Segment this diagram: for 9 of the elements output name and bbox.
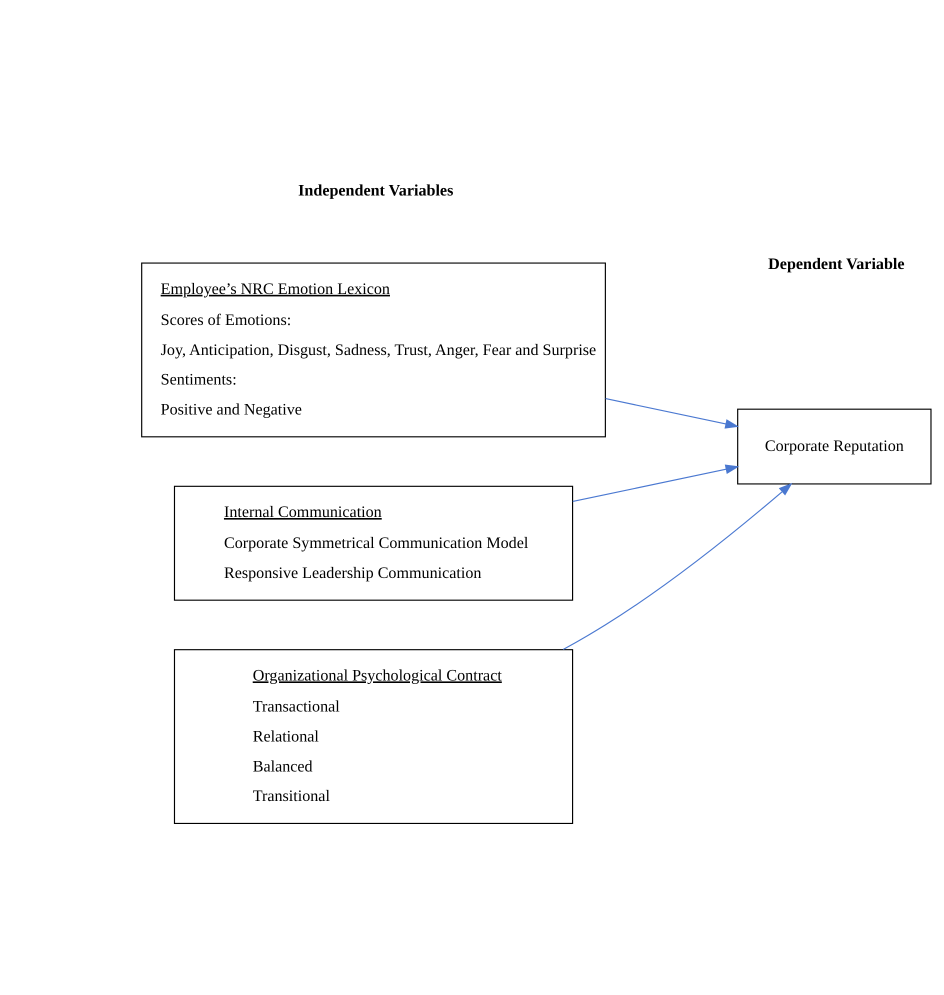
- label: Independent Variables: [298, 182, 454, 200]
- label: Dependent Variable: [768, 256, 905, 274]
- node-box: Corporate Reputation: [737, 408, 932, 485]
- node-box: Employee’s NRC Emotion Lexicon Scores of Emotions: Joy, Anticipation, Disgust, Sadness, Trust, Anger, Fear and Surprise Sentiments: Positive and Negative: [141, 262, 606, 438]
- arrow: [572, 464, 740, 502]
- node-box: Organizational Psychological Contract Transactional Relational Balanced Transitional: [174, 649, 574, 824]
- arrow: [606, 398, 740, 429]
- node-box: Internal Communication Corporate Symmetrical Communication Model Responsive Leadership Communication: [174, 486, 574, 601]
- arrow: [562, 482, 792, 650]
